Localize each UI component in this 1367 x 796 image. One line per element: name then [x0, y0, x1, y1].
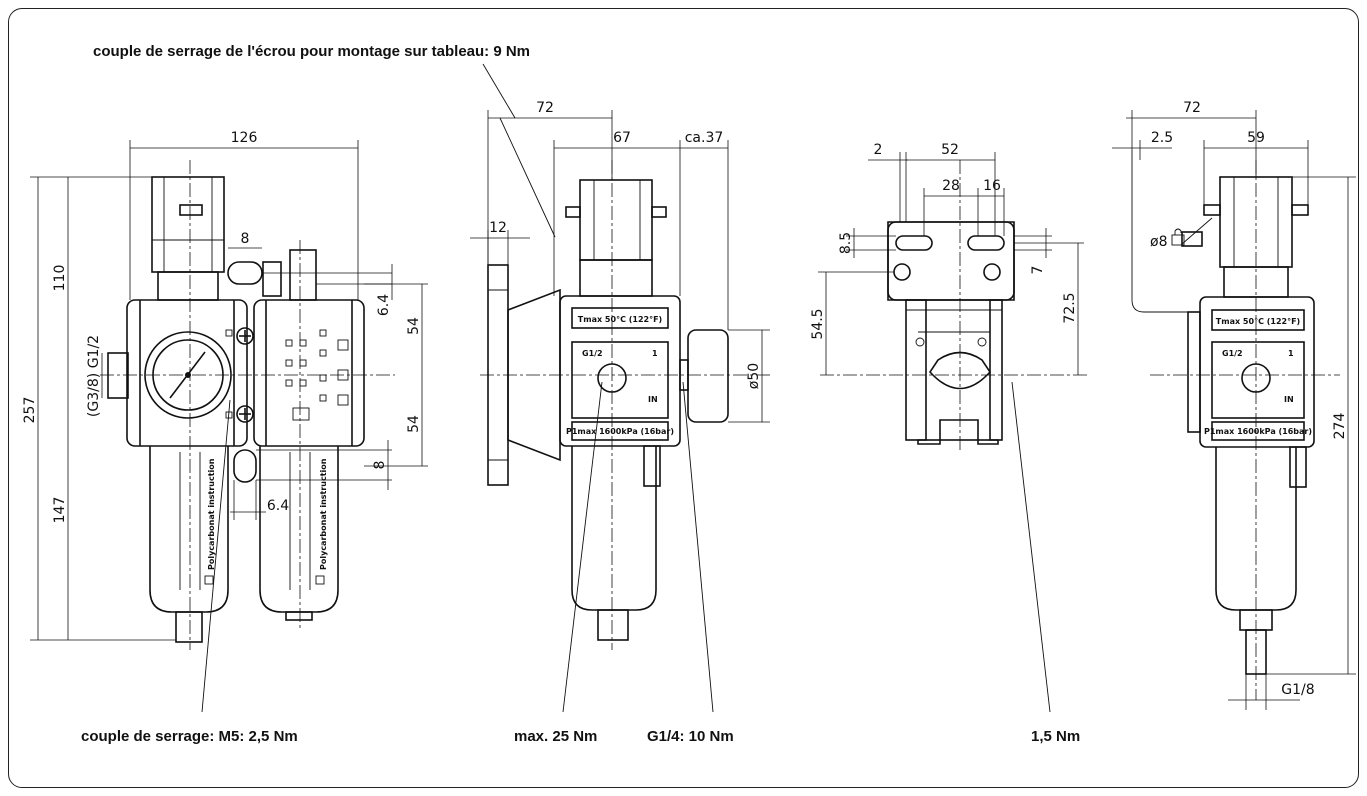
dim-72-5: 72.5	[1062, 292, 1078, 323]
view3-bracket	[820, 160, 1090, 450]
view1-dimensions: 126 257 110 147 (G3/8) G1/2 8 6.4 54 54 …	[22, 130, 428, 641]
view4-front: Tmax 50°C (122°F) G1/2 1 IN P1max 1600kP…	[1131, 150, 1340, 700]
label-p1max: P1max 1600kPa (16bar)	[566, 427, 674, 436]
dim-54-5: 54.5	[810, 308, 826, 339]
dim-12: 12	[489, 220, 507, 236]
dim-16: 16	[983, 178, 1001, 194]
dim-slot-8: 8	[241, 231, 250, 247]
dim-ca37: ca.37	[685, 130, 724, 146]
v4-dim-2-5: 2.5	[1151, 130, 1173, 146]
view2-side: Tmax 50°C (122°F) G1/2 1 IN P1max 1600kP…	[480, 160, 770, 650]
dim-offset-6-4: 6.4	[376, 294, 392, 316]
v4-dim-72: 72	[1183, 100, 1201, 116]
label-in: IN	[648, 395, 658, 404]
drawing-frame	[8, 8, 1359, 788]
label-g12: G1/2	[582, 349, 603, 358]
padlock-icon	[1171, 228, 1185, 246]
v4-label-1: 1	[1288, 349, 1294, 358]
bowl-label-right: Polycarbonat instruction	[319, 458, 328, 570]
v4-label-p1max: P1max 1600kPa (16bar)	[1204, 427, 1312, 436]
label-tmax: Tmax 50°C (122°F)	[578, 315, 662, 324]
dim-8-5: 8.5	[838, 232, 854, 254]
dim-2: 2	[874, 142, 883, 158]
note-screw-torque: couple de serrage: M5: 2,5 Nm	[81, 728, 298, 745]
note-panel-mount-torque: couple de serrage de l'écrou pour montag…	[93, 43, 530, 60]
dim-port-size: (G3/8) G1/2	[86, 335, 102, 417]
dim-half-54-up: 54	[406, 317, 422, 335]
dim-67: 67	[613, 130, 631, 146]
dim-height-110: 110	[52, 265, 68, 292]
v4-dim-g18: G1/8	[1281, 682, 1314, 698]
note-max-torque: max. 25 Nm	[514, 728, 597, 745]
dim-offset-6-4-b: 6.4	[267, 498, 289, 514]
note-bracket-torque: 1,5 Nm	[1031, 728, 1080, 745]
dim-height-147: 147	[52, 497, 68, 524]
v4-dim-274: 274	[1332, 413, 1348, 440]
dim-52: 52	[941, 142, 959, 158]
note-leaders	[201, 63, 1051, 713]
v4-label-in: IN	[1284, 395, 1294, 404]
label-1: 1	[652, 349, 658, 358]
view4-dimensions: 72 2.5 59 274 ø8 G1/8	[1112, 100, 1356, 710]
v4-dim-59: 59	[1247, 130, 1265, 146]
dim-72-side: 72	[536, 100, 554, 116]
v4-lock-dia: ø8	[1150, 234, 1167, 250]
view3-dimensions: 2 52 28 16 8.5 7 54.5 72.5	[810, 142, 1084, 375]
dim-28: 28	[942, 178, 960, 194]
dim-d50: ø50	[746, 363, 762, 389]
dim-half-54-down: 54	[406, 415, 422, 433]
dim-width-126: 126	[231, 130, 258, 146]
view2-dimensions: 72 67 ca.37 12 ø50	[470, 100, 770, 423]
dim-height-257: 257	[22, 397, 38, 424]
dim-7: 7	[1030, 266, 1046, 275]
dim-offset-8: 8	[372, 461, 388, 470]
v4-label-g12: G1/2	[1222, 349, 1243, 358]
note-g14-torque: G1/4: 10 Nm	[647, 728, 734, 745]
v4-label-tmax: Tmax 50°C (122°F)	[1216, 317, 1300, 326]
bowl-label-left: Polycarbonat instruction	[207, 458, 216, 570]
